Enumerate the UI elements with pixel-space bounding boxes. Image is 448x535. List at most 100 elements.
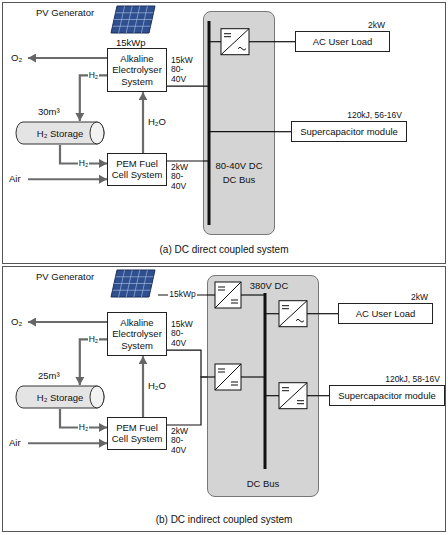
power-line bbox=[167, 350, 207, 377]
panel-frame: (a) DC direct coupled systemPV Generator… bbox=[2, 2, 446, 264]
converter-diagonal bbox=[221, 29, 249, 55]
edge-label: H₂ bbox=[88, 335, 99, 344]
pv-panel-symbol bbox=[110, 5, 156, 34]
air-arrow bbox=[28, 178, 107, 180]
edge-label: 120kJ, 58-16V bbox=[384, 375, 441, 384]
fuel-cell-box: PEM Fuel Cell System bbox=[107, 153, 167, 186]
bus-wire bbox=[207, 294, 215, 295]
edge-label: 120kJ, 56-16V bbox=[346, 111, 403, 120]
box-label: PV Generator bbox=[36, 7, 94, 18]
callout-label: Air bbox=[8, 438, 22, 448]
edge-label: H₂ bbox=[78, 423, 89, 432]
converter-diagonal bbox=[279, 301, 307, 327]
edge-label: 2kW bbox=[410, 293, 429, 302]
callout-label: 25m³ bbox=[37, 371, 61, 381]
callout-label: Air bbox=[8, 174, 22, 184]
box-label: Alkaline Electrolyser System bbox=[111, 53, 163, 87]
fuel-cell-box: PEM Fuel Cell System bbox=[107, 417, 167, 450]
power-line bbox=[275, 41, 295, 42]
electrolyser-box: Alkaline Electrolyser System bbox=[107, 48, 167, 92]
dc-mark bbox=[231, 382, 238, 385]
supercap-box: Supercapacitor module bbox=[291, 121, 407, 142]
box-label: PEM Fuel Cell System bbox=[111, 422, 163, 445]
pv-cell-line bbox=[116, 12, 154, 13]
box-label: PV Generator bbox=[36, 271, 94, 282]
bus-wire bbox=[265, 313, 279, 314]
edge-label: 2kW bbox=[367, 21, 386, 30]
dc-mark bbox=[218, 369, 225, 372]
box-label: Alkaline Electrolyser System bbox=[111, 317, 163, 351]
pv-cell-line bbox=[116, 276, 154, 277]
storage-tank: H₂ Storage bbox=[15, 385, 105, 409]
dc-mark bbox=[218, 287, 225, 290]
box-label: 15kWp bbox=[116, 37, 146, 48]
dc-bus: 80-40V DC DC Bus bbox=[203, 11, 275, 235]
bus-wire bbox=[207, 376, 215, 377]
box-label: H₂ Storage bbox=[37, 392, 83, 403]
dc-mark bbox=[224, 34, 231, 37]
dc-bus: 380V DC DC Bus bbox=[207, 275, 319, 497]
pv-cell-line bbox=[114, 19, 152, 20]
edge-label: 15kWp bbox=[168, 290, 196, 299]
panel-frame: (b) DC indirect coupled systemPV Generat… bbox=[2, 266, 446, 532]
load-box: AC User Load bbox=[295, 31, 390, 52]
pv-generator: PV Generator 15kWp bbox=[36, 5, 158, 51]
power-line bbox=[158, 294, 207, 295]
oxygen-arrow bbox=[28, 57, 107, 59]
electrolyser-box: Alkaline Electrolyser System bbox=[107, 312, 167, 356]
supercap-box: Supercapacitor module bbox=[329, 385, 445, 406]
pv-cell-line bbox=[113, 290, 151, 291]
box-label: AC User Load bbox=[313, 36, 373, 47]
bus-wire bbox=[265, 395, 279, 396]
inverter-symbol bbox=[279, 301, 307, 327]
power-line bbox=[167, 377, 207, 425]
power-line bbox=[275, 131, 291, 132]
dc-mark bbox=[297, 401, 304, 404]
converter-diagonal bbox=[215, 282, 241, 308]
water-arrow bbox=[142, 356, 144, 417]
bus-wire bbox=[241, 294, 265, 295]
gas-flow-arrow bbox=[60, 409, 107, 427]
power-line bbox=[167, 86, 203, 87]
bus-wire bbox=[203, 86, 209, 87]
bus-internals bbox=[207, 275, 319, 497]
converter-symbol bbox=[215, 364, 241, 390]
pv-panel-outline bbox=[111, 270, 155, 297]
tank-end bbox=[90, 386, 104, 408]
converter-symbol bbox=[279, 383, 307, 409]
box-label: 80-40V DC bbox=[204, 160, 274, 171]
gas-flow-arrow bbox=[80, 75, 107, 121]
box-label: DC Bus bbox=[208, 478, 318, 489]
box-label: Supercapacitor module bbox=[338, 390, 436, 401]
converter-symbol bbox=[215, 282, 241, 308]
callout-label: H₂O bbox=[147, 381, 167, 391]
edge-label: 15kW 80-40V bbox=[170, 56, 194, 84]
edge-label: 15kW 80-40V bbox=[170, 320, 194, 348]
box-label: DC Bus bbox=[204, 174, 274, 185]
pv-generator: PV Generator bbox=[36, 269, 158, 315]
storage-tank: H₂ Storage bbox=[15, 121, 105, 145]
bus-wire bbox=[209, 41, 221, 42]
oxygen-arrow bbox=[28, 321, 107, 323]
dc-mark bbox=[231, 300, 238, 303]
tank-outline bbox=[16, 122, 104, 144]
power-line bbox=[167, 160, 203, 161]
water-arrow bbox=[142, 92, 144, 153]
bus-internals bbox=[203, 11, 275, 235]
tank-outline bbox=[16, 386, 104, 408]
bus-wire bbox=[209, 131, 275, 132]
box-label: AC User Load bbox=[356, 308, 416, 319]
pv-cell-line bbox=[113, 26, 151, 27]
power-line bbox=[319, 395, 329, 396]
pv-panel-outline bbox=[111, 6, 155, 33]
edge-label: H₂ bbox=[78, 159, 89, 168]
bus-wire bbox=[249, 41, 275, 42]
box-label: 380V DC bbox=[224, 280, 314, 291]
converter-diagonal bbox=[279, 383, 307, 409]
tank-end bbox=[90, 122, 104, 144]
pv-cell-line bbox=[114, 283, 152, 284]
ac-mark bbox=[238, 47, 246, 50]
load-box: AC User Load bbox=[338, 303, 433, 324]
ac-mark bbox=[296, 319, 304, 322]
